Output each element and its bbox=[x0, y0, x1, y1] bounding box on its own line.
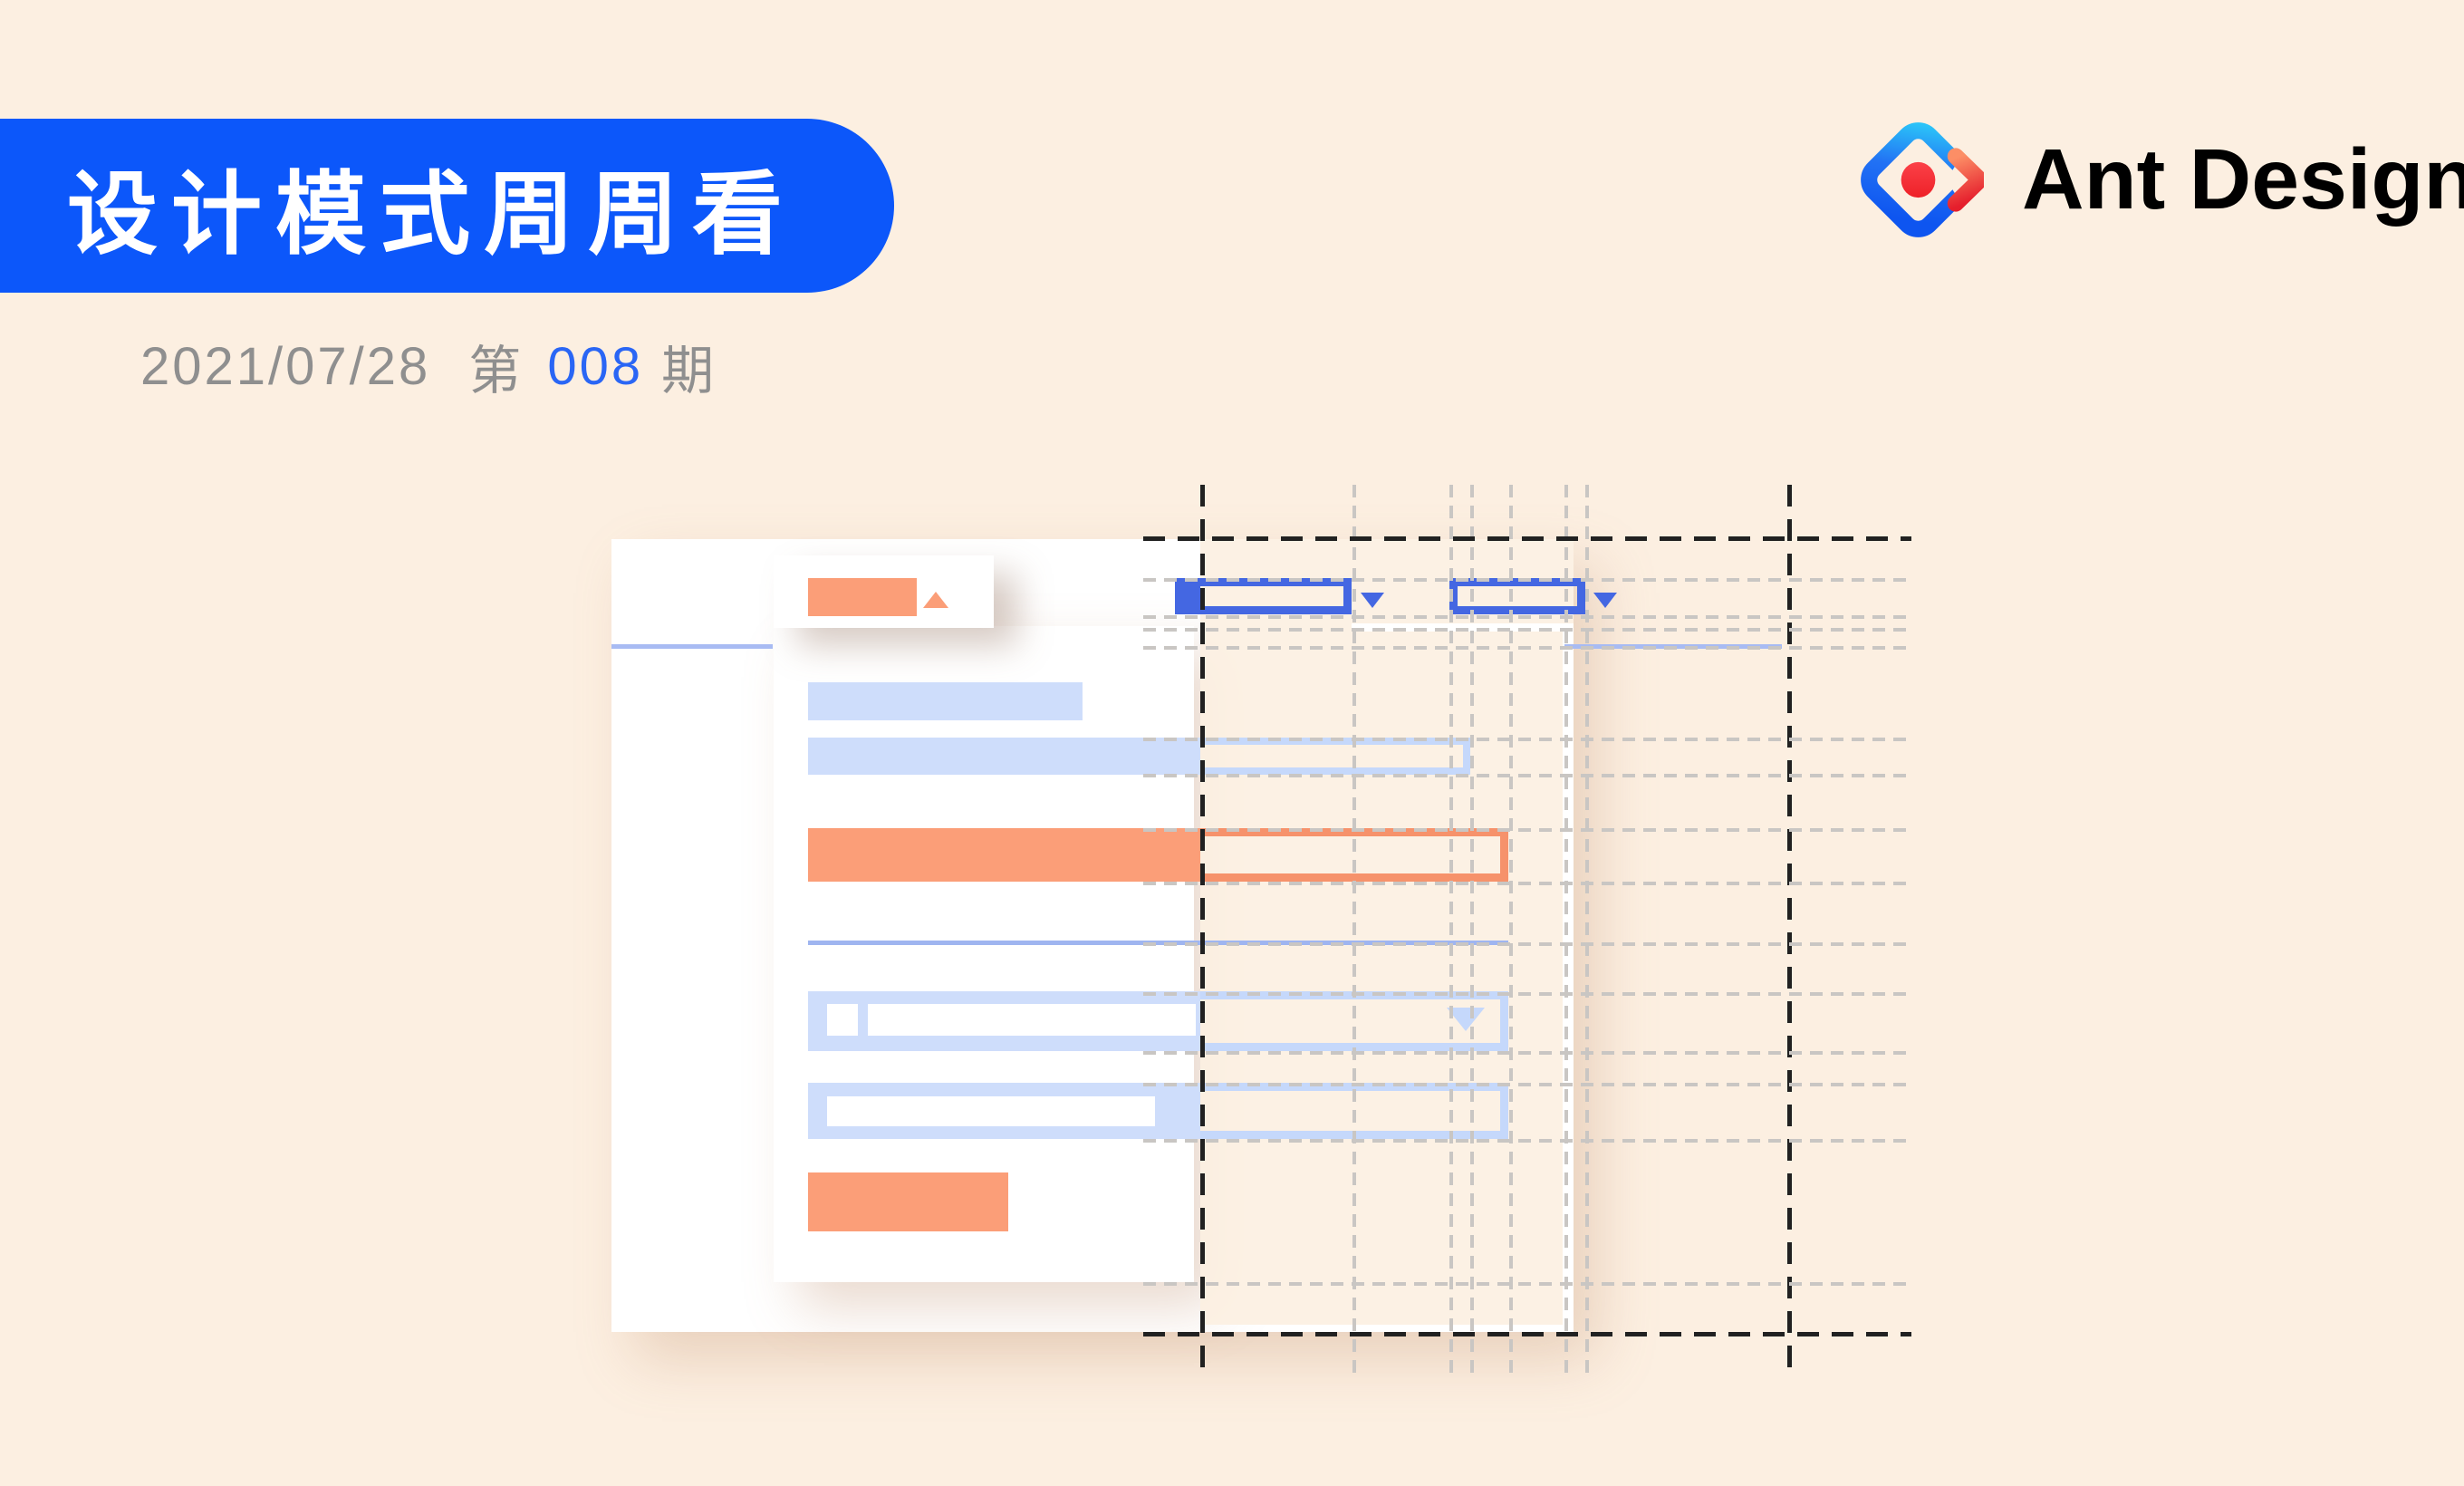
grid-guide-horizontal-gray bbox=[1143, 1282, 1911, 1286]
sort-up-icon bbox=[923, 592, 948, 608]
grid-guide-horizontal-gray bbox=[1143, 628, 1911, 632]
orange-highlight-bar bbox=[808, 828, 1200, 882]
issue-number: 008 bbox=[547, 336, 644, 396]
checkbox bbox=[827, 1004, 858, 1036]
grid-guide-horizontal-gray bbox=[1143, 578, 1911, 582]
grid-guide-horizontal-gray bbox=[1143, 738, 1911, 741]
grid-guide-vertical-black bbox=[1200, 485, 1205, 1380]
issue-date: 2021/07/28 bbox=[140, 336, 431, 396]
grid-guide-horizontal-gray bbox=[1143, 1083, 1911, 1086]
text-bar-1 bbox=[808, 682, 1083, 720]
primary-button bbox=[808, 1172, 1008, 1231]
grid-guide-vertical-gray bbox=[1564, 485, 1568, 1380]
brand-name: Ant Design bbox=[2022, 131, 2464, 227]
grid-guide-horizontal-gray bbox=[1143, 882, 1911, 885]
select-box-1-cap bbox=[1175, 578, 1200, 614]
grid-guide-horizontal-gray bbox=[1143, 942, 1911, 946]
issue-prefix: 第 bbox=[468, 342, 525, 400]
grid-guide-horizontal-black bbox=[1143, 536, 1911, 541]
grid-guide-vertical-gray bbox=[1352, 485, 1356, 1380]
grid-guide-horizontal-gray bbox=[1143, 774, 1911, 777]
logo-chevron bbox=[1947, 148, 1984, 212]
text-bar-2-outline bbox=[1200, 738, 1470, 775]
grid-guide-vertical-gray bbox=[1470, 485, 1474, 1380]
header-divider-left bbox=[611, 644, 773, 649]
grid-guide-vertical-gray bbox=[1449, 485, 1453, 1380]
logo-dot bbox=[1901, 161, 1936, 198]
grid-guide-horizontal-gray bbox=[1143, 615, 1911, 619]
grid-guide-vertical-black bbox=[1787, 485, 1792, 1380]
grid-guide-horizontal-gray bbox=[1143, 992, 1911, 996]
page-title: 设计模式周周看 bbox=[67, 163, 796, 265]
issue-dateline: 2021/07/28 第 008 期 bbox=[140, 333, 717, 401]
ant-design-logo-icon bbox=[1861, 122, 1984, 237]
grid-guide-horizontal-gray bbox=[1143, 1051, 1911, 1055]
select-box-2 bbox=[1449, 578, 1585, 614]
select-2-caret-icon bbox=[1593, 593, 1617, 608]
brand-lockup: Ant Design bbox=[1853, 114, 2464, 246]
grid-guide-horizontal-gray bbox=[1143, 828, 1911, 832]
xray-overlay-main bbox=[1200, 632, 1563, 1325]
card-title-bar bbox=[808, 578, 917, 616]
select-1-caret-icon bbox=[1361, 593, 1384, 608]
grid-guide-vertical-gray bbox=[1585, 485, 1589, 1380]
grid-guide-horizontal-black bbox=[1143, 1332, 1911, 1336]
xray-overlay-strip bbox=[1200, 623, 1352, 632]
grid-guide-horizontal-gray bbox=[1143, 646, 1911, 650]
logo-diamond bbox=[1861, 122, 1976, 237]
grid-guide-horizontal-gray bbox=[1143, 1139, 1911, 1143]
issue-suffix: 期 bbox=[661, 342, 717, 400]
grid-guide-vertical-gray bbox=[1509, 485, 1513, 1380]
input-caret-icon bbox=[1447, 1008, 1485, 1031]
input-field-2 bbox=[827, 1096, 1155, 1126]
text-bar-2 bbox=[808, 738, 1200, 775]
title-banner: 设计模式周周看 bbox=[0, 119, 894, 293]
input-field-1 bbox=[868, 1004, 1196, 1036]
